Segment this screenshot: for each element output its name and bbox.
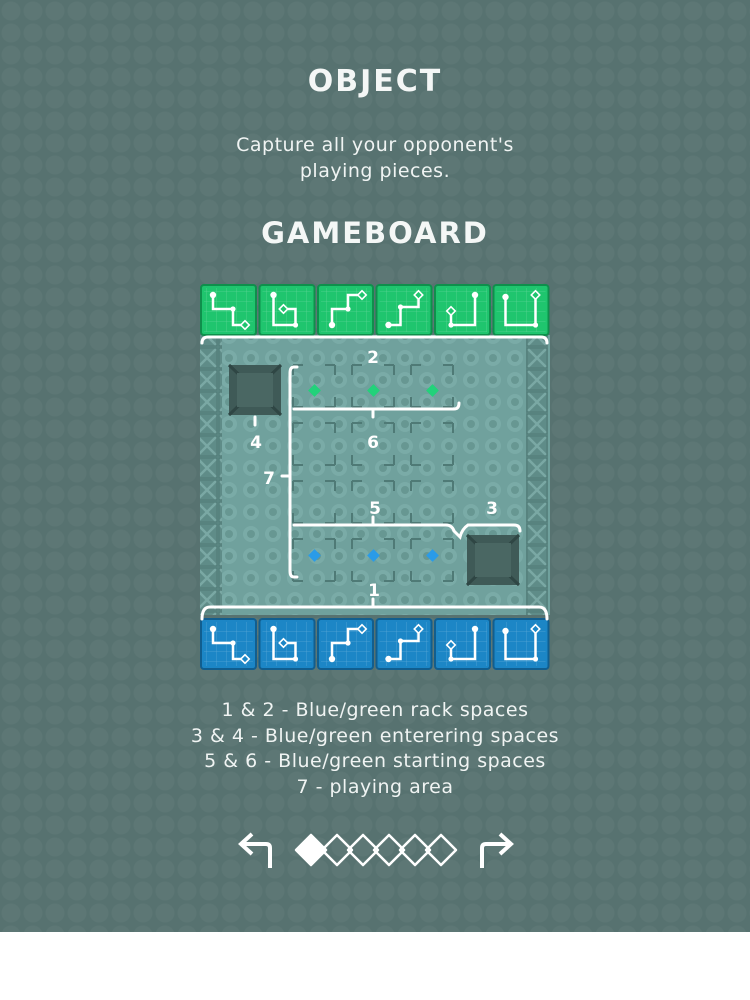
board-right-rail [526,335,548,615]
green-starting-markers [308,384,439,397]
callout-5: 5 [369,499,381,519]
green-rack-tile [492,284,550,336]
gameboard-heading: GAMEBOARD [261,216,489,250]
blue-rack-tiles [200,618,550,670]
object-description-line2: playing pieces. [299,160,451,182]
callout-7: 7 [263,469,275,489]
legend: 1 & 2 - Blue/green rack spaces 3 & 4 - B… [0,698,750,800]
legend-line-2: 3 & 4 - Blue/green enterering spaces [190,724,560,747]
blue-rack-tile [434,618,491,670]
blue-rack-tile [317,618,374,670]
callout-4: 4 [250,433,262,453]
callout-6: 6 [367,433,379,453]
object-description: Capture all your opponent's playing piec… [0,132,750,184]
green-rack-tile [200,284,257,336]
blue-rack-tile [375,618,433,670]
green-rack-tiles [200,284,550,336]
callout-1: 1 [368,581,380,601]
return-left-arrow-icon [238,832,272,868]
page-dot-diamond-icon[interactable] [372,833,406,867]
blue-rack-tile [200,618,257,670]
bottom-bar [0,932,750,1000]
tutorial-screen: OBJECT Capture all your opponent's playi… [0,0,750,932]
green-entering-space [227,363,283,417]
legend-line-3: 5 & 6 - Blue/green starting spaces [204,750,546,772]
prev-page-button[interactable] [232,826,278,874]
page-dot-diamond-icon[interactable] [346,833,380,867]
legend-line-1: 1 & 2 - Blue/green rack spaces [221,699,529,721]
page-navigation [226,826,526,874]
page-dot-active-diamond-icon[interactable] [294,833,328,867]
green-rack-tile [375,284,433,336]
green-rack-tile [317,284,374,336]
page-dot-diamond-icon[interactable] [398,833,432,867]
page-dot-diamond-icon[interactable] [424,833,458,867]
page-indicator [294,833,458,867]
callout-2: 2 [367,348,379,368]
next-page-button[interactable] [474,826,520,874]
page-dot-diamond-icon[interactable] [320,833,354,867]
callout-3: 3 [486,499,498,519]
board-left-rail [200,335,222,615]
blue-rack-tile [492,618,550,670]
blue-rack-tile [258,618,316,670]
object-description-line1: Capture all your opponent's [236,134,514,156]
green-rack-tile [258,284,316,336]
green-rack-tile [434,284,491,336]
callout-lines [200,335,549,621]
gameboard-diagram: 2 6 4 7 5 3 1 [200,284,550,670]
blue-entering-space [465,533,521,587]
legend-line-4: 7 - playing area [296,775,454,798]
object-heading: OBJECT [307,64,443,99]
return-right-arrow-icon [480,832,514,868]
